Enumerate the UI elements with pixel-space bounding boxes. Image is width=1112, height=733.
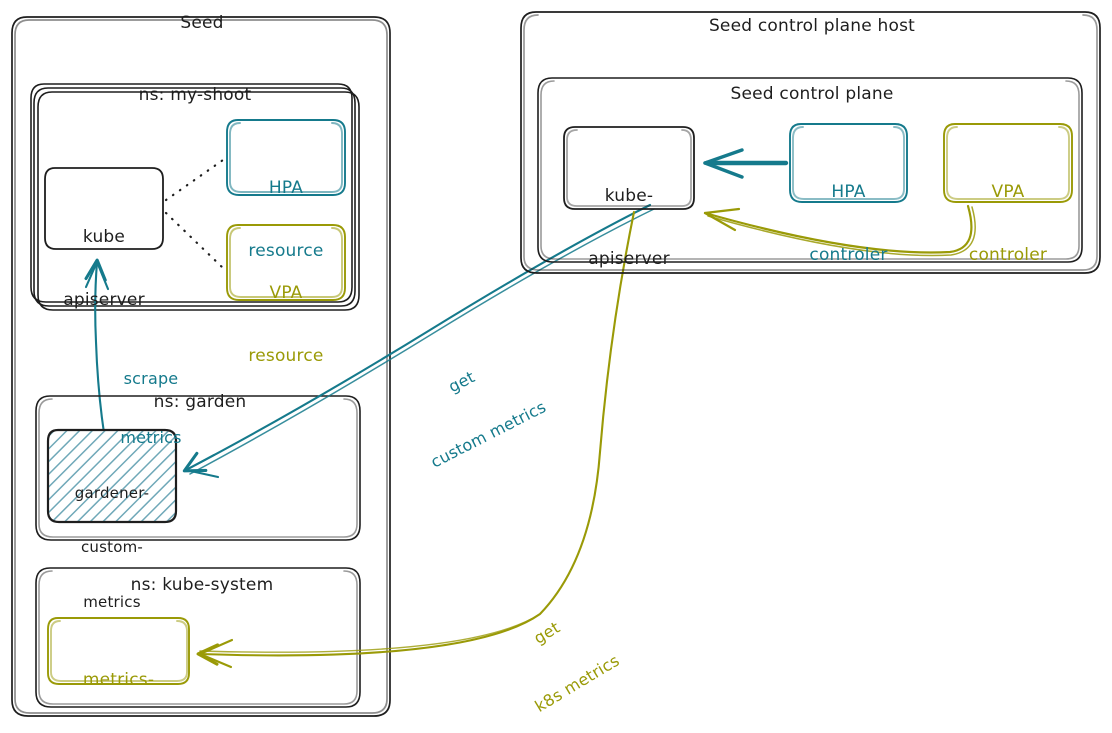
node-gardener-custom-metrics-outline	[46, 428, 178, 524]
node-hpa-resource-outline	[226, 119, 346, 196]
edge-apiserver-to-hpa-resource	[164, 158, 225, 202]
edge-vpa-barb-top	[703, 207, 741, 215]
container-seed-control-plane-host-outline	[520, 11, 1101, 274]
container-seed-outline	[11, 16, 391, 717]
node-seed-kube-apiserver-outline	[563, 126, 695, 210]
edge-get-custom-metrics-line-2	[189, 208, 655, 475]
edge-get-k8s-metrics-line	[196, 210, 636, 666]
node-vpa-controler-outline	[943, 123, 1073, 203]
edge-get-custom-metrics-line	[182, 203, 652, 473]
edge-get-custom-metrics-barb-top	[184, 453, 216, 472]
node-metrics-server-outline	[47, 617, 190, 685]
node-hpa-controler-outline	[789, 123, 908, 203]
container-ns-garden-outline	[35, 395, 361, 541]
container-ns-my-shoot-outline	[30, 83, 360, 311]
edge-vpa-controler-to-apiserver	[703, 204, 973, 254]
edge-get-k8s-metrics-barb-bot	[198, 652, 233, 669]
edge-hpa-barb-bot	[703, 161, 744, 179]
edge-hpa-barb-top	[703, 148, 744, 165]
edge-vpa-barb-bot	[703, 211, 737, 232]
edge-get-custom-metrics-barb-bot	[184, 468, 220, 479]
container-seed-control-plane-outline	[537, 77, 1083, 263]
edge-vpa-controler-to-apiserver-2	[707, 206, 976, 257]
edge-scrape-metrics-line	[84, 258, 109, 454]
edge-get-k8s-metrics-barb-top	[198, 638, 234, 656]
edge-scrape-metrics-barb-left	[84, 260, 99, 289]
node-vpa-resource-outline	[226, 224, 346, 301]
edge-get-k8s-metrics-line-2	[199, 613, 541, 653]
container-ns-kube-system-outline	[35, 567, 361, 708]
node-shoot-kube-apiserver-outline	[44, 167, 164, 250]
edge-apiserver-to-vpa-resource	[164, 211, 225, 270]
edge-scrape-metrics-barb-right	[95, 260, 110, 291]
